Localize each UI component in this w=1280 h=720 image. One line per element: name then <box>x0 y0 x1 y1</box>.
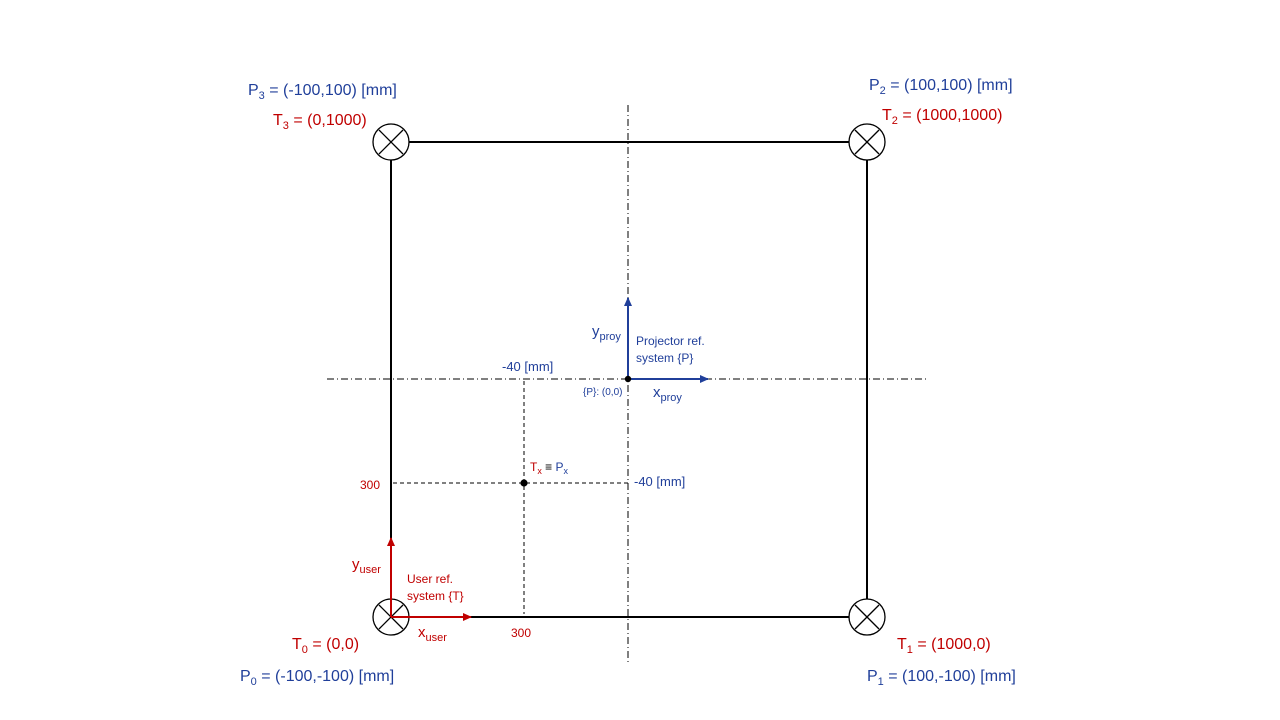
corner-marker-top-left <box>372 123 410 161</box>
corner-t1-label: T1 = (1000,0) <box>897 636 991 656</box>
user-y-measure: 300 <box>360 478 380 492</box>
target-point-dot <box>520 479 528 487</box>
work-area-square <box>390 141 868 618</box>
projector-y-axis-label: yproy <box>592 323 621 343</box>
corner-t0-label: T0 = (0,0) <box>292 636 359 656</box>
user-x-measure: 300 <box>511 626 531 640</box>
user-system-label-line2: system {T} <box>407 589 464 603</box>
corner-t3-label: T3 = (0,1000) <box>273 112 367 132</box>
user-x-axis-label: xuser <box>418 624 447 644</box>
user-y-axis-label: yuser <box>352 556 381 576</box>
corner-p0-label: P0 = (-100,-100) [mm] <box>240 668 394 688</box>
target-point-label: Tx ≡ Px <box>530 460 569 476</box>
projector-origin-dot <box>624 375 632 383</box>
user-system-label-line1: User ref. <box>407 572 453 586</box>
projector-system-label-line2: system {P} <box>636 351 693 365</box>
corner-p3-label: P3 = (-100,100) [mm] <box>248 82 397 102</box>
corner-p2-label: P2 = (100,100) [mm] <box>869 77 1013 97</box>
projector-origin-label: {P}: (0,0) <box>583 387 622 398</box>
projector-x-measure: -40 [mm] <box>502 359 553 374</box>
corner-p1-label: P1 = (100,-100) [mm] <box>867 668 1016 688</box>
corner-marker-top-right <box>848 123 886 161</box>
projector-y-measure: -40 [mm] <box>634 474 685 489</box>
projector-system-label-line1: Projector ref. <box>636 334 705 348</box>
projector-x-axis-label: xproy <box>653 384 682 404</box>
corner-t2-label: T2 = (1000,1000) <box>882 107 1002 127</box>
corner-marker-bottom-right <box>848 598 886 636</box>
